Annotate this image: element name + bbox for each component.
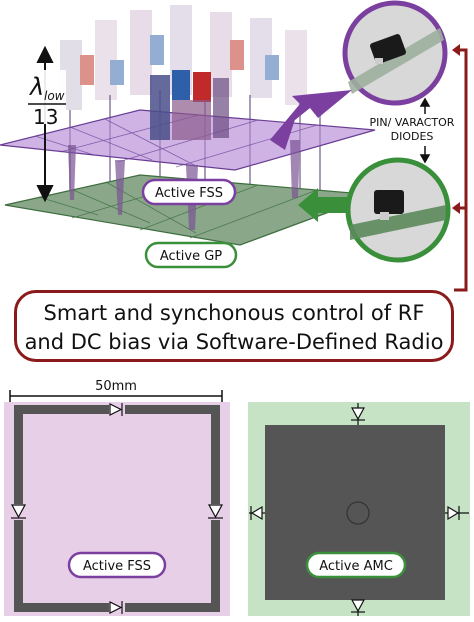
active-gp-tag [144, 241, 238, 269]
lambda-symbol: λ [28, 73, 44, 101]
active-fss-top-tag [141, 178, 237, 206]
control-banner: Smart and synchonous control of RF and D… [14, 290, 454, 362]
fss-diodes [10, 403, 224, 614]
diodes-pointer-arrows [419, 97, 431, 164]
banner-line-2: and DC bias via Software-Defined Radio [24, 330, 444, 354]
width-dimension-arrow [9, 390, 223, 402]
fss-lattice [60, 5, 307, 110]
diodes-label-line2: DIODES [391, 130, 434, 143]
zoom-circle-fss [342, 0, 448, 106]
highlighted-unit-cell [150, 70, 229, 140]
active-amc-label: Active AMC [319, 559, 393, 574]
active-fss-top-label: Active FSS [155, 186, 223, 201]
purple-arrow [270, 90, 352, 150]
green-arrow [298, 188, 350, 222]
dimension-50mm: 50mm [95, 379, 137, 394]
active-amc-tag [305, 551, 407, 579]
diode-chip-icon-2 [374, 190, 404, 214]
active-fss-bottom-tag [67, 551, 167, 579]
fss-unit-cell-panel [4, 402, 230, 616]
diode-chip-icon [370, 34, 406, 64]
banner-line-1: Smart and synchonous control of RF [43, 301, 425, 325]
control-bracket [454, 48, 468, 292]
active-fss-bottom-label: Active FSS [83, 559, 151, 574]
fss-ring [14, 405, 220, 612]
amc-diodes [249, 403, 469, 616]
amc-via [346, 501, 370, 525]
lambda-subscript: low [44, 89, 65, 103]
lambda-denominator: 13 [33, 105, 58, 129]
diodes-label-line1: PIN/ VARACTOR [370, 116, 455, 129]
active-gp-label: Active GP [160, 249, 222, 264]
zoom-circle-gp [345, 157, 451, 263]
